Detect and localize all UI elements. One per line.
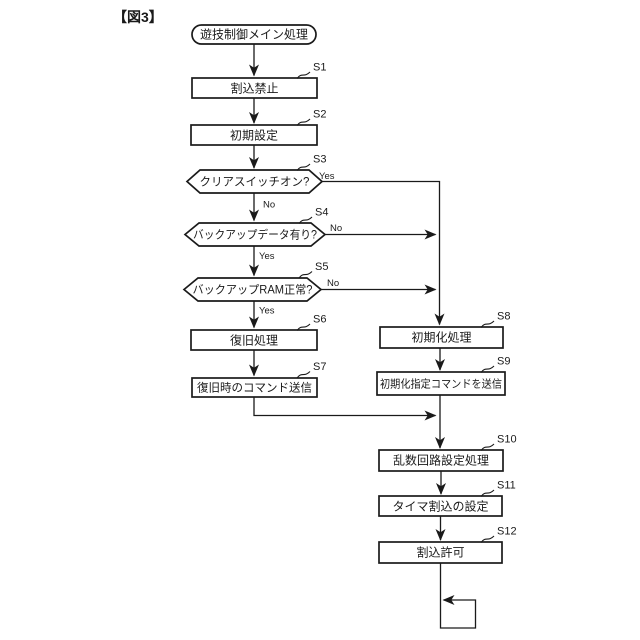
leader-s10 <box>480 443 495 451</box>
leader-s9 <box>480 365 495 373</box>
process-label-s7: 復旧時のコマンド送信 <box>197 381 312 395</box>
step-number-s3: S3 <box>313 154 326 166</box>
connector-s7-join <box>253 397 437 421</box>
decision-label-s5: バックアップRAM正常? <box>193 283 313 296</box>
process-label-s10: 乱数回路設定処理 <box>393 453 489 468</box>
branch-yes-s4: Yes <box>259 251 275 262</box>
branch-no-s5: No <box>327 278 339 289</box>
process-label-s6: 復旧処理 <box>230 332 278 347</box>
connector-s3yes-s8 <box>322 180 445 326</box>
branch-no-s3: No <box>263 200 275 211</box>
step-number-s7: S7 <box>313 361 326 373</box>
branch-yes-s5: Yes <box>259 306 275 317</box>
process-label-s8: 初期化処理 <box>411 330 471 344</box>
leader-s12 <box>480 535 495 543</box>
step-number-s10: S10 <box>497 434 517 446</box>
leader-s5 <box>298 271 313 279</box>
process-label-s12: 割込許可 <box>416 545 464 560</box>
branch-yes-s3: Yes <box>319 171 335 182</box>
step-number-s8: S8 <box>497 311 510 323</box>
process-label-s11: タイマ割込の設定 <box>392 498 488 513</box>
process-box-s8 <box>379 326 504 349</box>
step-number-s5: S5 <box>315 261 328 273</box>
branch-no-s4: No <box>330 223 342 234</box>
step-number-s9: S9 <box>497 356 510 368</box>
step-number-s1: S1 <box>313 62 326 74</box>
process-label-s2: 初期設定 <box>230 127 278 142</box>
figure-label: 【図3】 <box>113 9 163 25</box>
start-terminal-label: 遊技制御メイン処理 <box>200 27 308 42</box>
leader-s3 <box>296 163 311 171</box>
step-number-s2: S2 <box>313 109 326 121</box>
decision-label-s3: クリアスイッチオン? <box>200 175 310 188</box>
leader-s7 <box>296 371 311 379</box>
leader-s2 <box>296 118 311 126</box>
step-number-s6: S6 <box>313 314 326 326</box>
step-number-s12: S12 <box>497 526 517 538</box>
leader-s1 <box>296 71 311 79</box>
step-number-s4: S4 <box>315 207 328 219</box>
decision-label-s4: バックアップデータ有り? <box>193 227 317 241</box>
process-box-s9 <box>376 371 506 396</box>
process-label-s9: 初期化指定コマンドを送信 <box>380 376 502 390</box>
leader-s4 <box>298 216 313 224</box>
leader-s6 <box>296 323 311 331</box>
loop-connector <box>439 563 477 629</box>
process-label-s1: 割込禁止 <box>230 80 278 95</box>
leader-s11 <box>480 489 495 497</box>
leader-s8 <box>480 320 495 328</box>
step-number-s11: S11 <box>497 480 516 492</box>
